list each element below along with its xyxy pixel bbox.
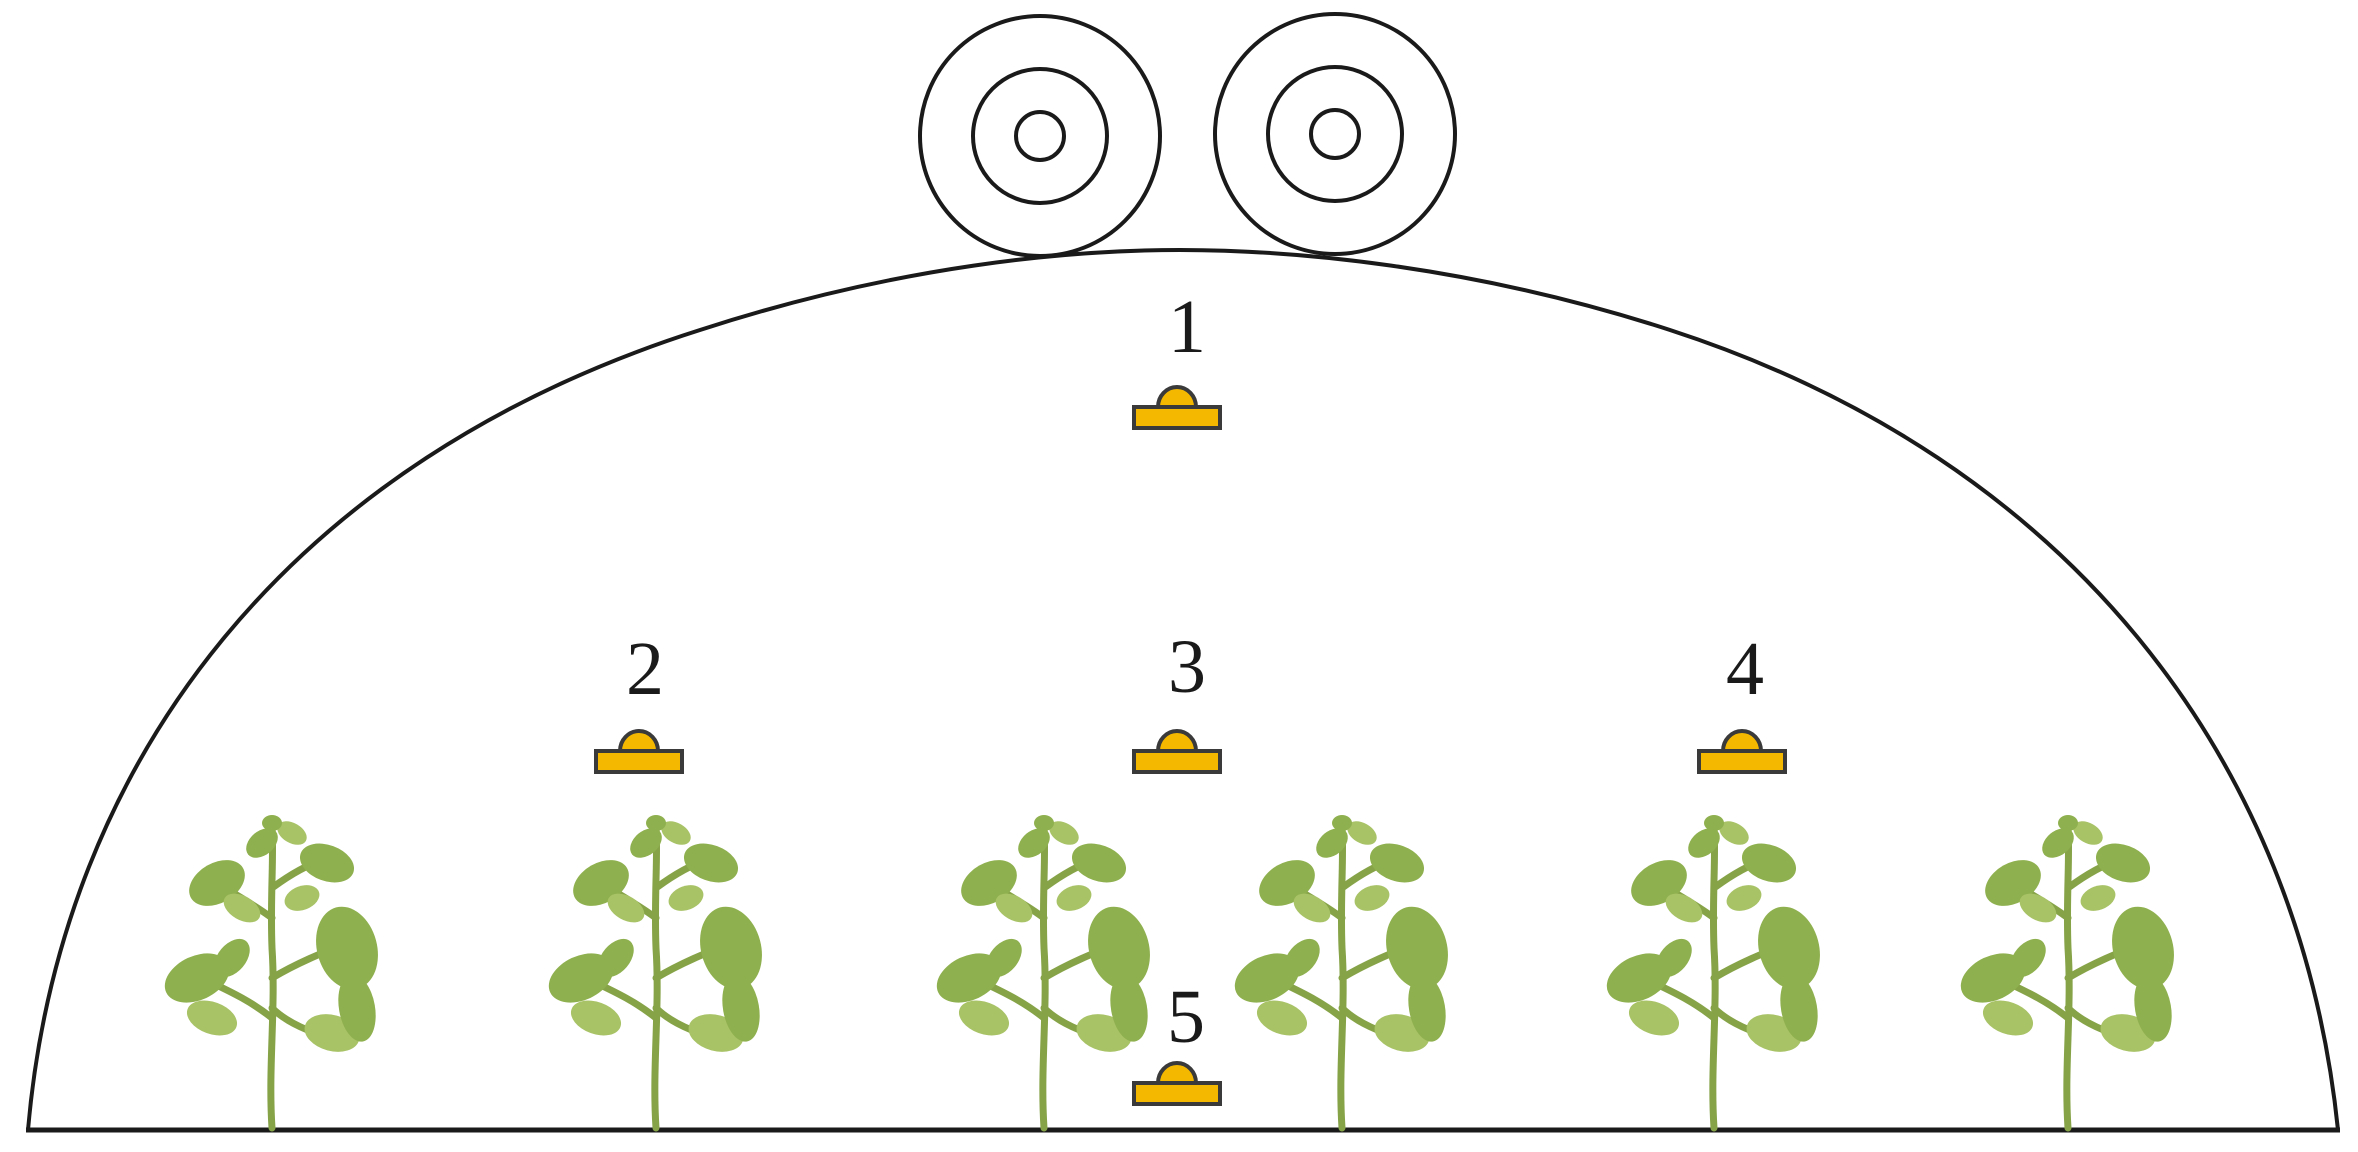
sensor-icon — [1132, 729, 1222, 774]
sensor-label-4: 4 — [1726, 627, 1764, 711]
sensor-icon — [1132, 385, 1222, 430]
sensor-label-3: 3 — [1168, 625, 1206, 709]
tomato-plant-icon — [1953, 815, 2183, 1128]
sensor-icon — [594, 729, 684, 774]
greenhouse-arch — [26, 247, 2340, 1131]
tomato-plant-icon — [929, 815, 1159, 1128]
tomato-plant-icon — [157, 815, 387, 1128]
tomato-plant-icon — [541, 815, 771, 1128]
sensor-label-2: 2 — [626, 627, 664, 711]
tomato-plant-icon — [1227, 815, 1457, 1128]
sensor-label-5: 5 — [1167, 975, 1205, 1059]
sensor-icon — [1697, 729, 1787, 774]
tomato-plant-icon — [1599, 815, 1829, 1128]
film-roll-icon — [918, 14, 1162, 258]
sensor-label-1: 1 — [1168, 285, 1206, 369]
film-roll-icon — [1213, 12, 1457, 256]
sensor-icon — [1132, 1061, 1222, 1106]
